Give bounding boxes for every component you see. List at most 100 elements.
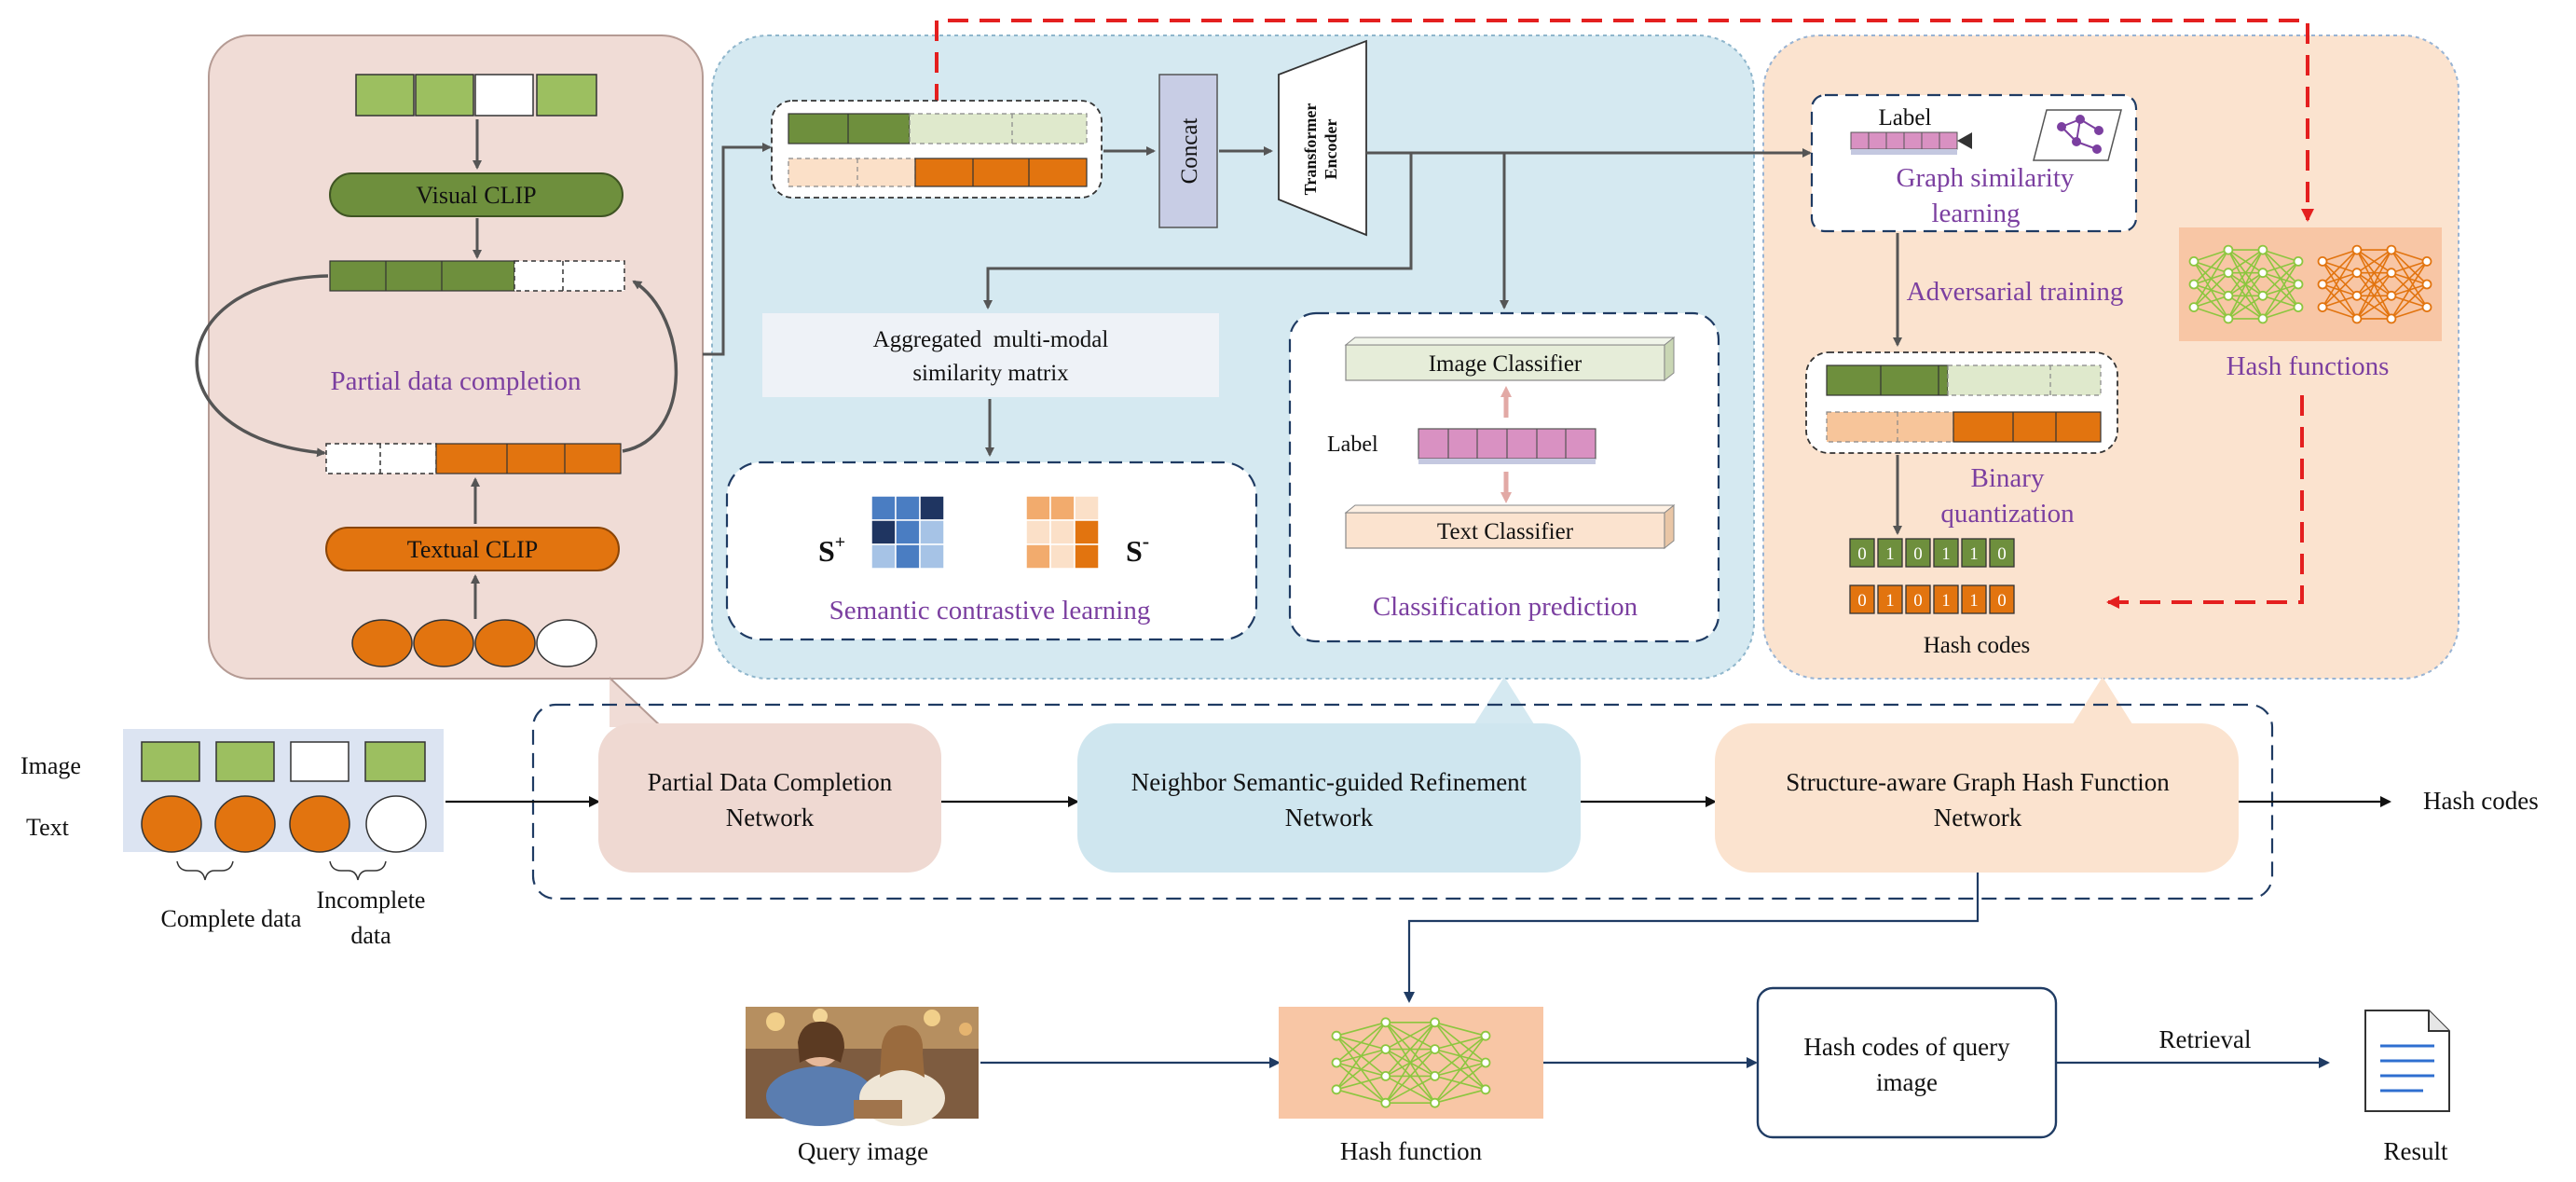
visual-tokens xyxy=(355,74,597,117)
hash-functions-label: Hash functions xyxy=(2227,351,2390,381)
incomplete-data-label-2: data xyxy=(350,922,391,949)
transformer-label-2: Encoder xyxy=(1322,118,1340,179)
document-icon xyxy=(2364,1010,2450,1112)
pointer-2 xyxy=(1473,677,1536,727)
s-plus-grid xyxy=(870,495,945,570)
stage1-label-1: Partial Data Completion xyxy=(648,768,893,796)
aggregated-label-1: Aggregated multi-modal xyxy=(873,327,1109,352)
hash-bit-cell xyxy=(1877,584,1903,614)
pipeline: Image Text Complete data Incomplete data… xyxy=(21,703,2539,949)
query-hash-codes-label-1: Hash codes of query xyxy=(1803,1033,2010,1061)
query-hash-codes-box[interactable] xyxy=(1756,986,2058,1139)
textual-clip-label: Textual CLIP xyxy=(407,536,538,563)
hash-bit-cell xyxy=(1849,584,1875,614)
textual-clip-box xyxy=(325,527,620,571)
partial-completion-caption: Partial data completion xyxy=(331,366,582,396)
text-classifier-label: Text Classifier xyxy=(1437,519,1574,544)
graph-label-tag: Label xyxy=(1879,105,1932,131)
query-image-label: Query image xyxy=(798,1137,928,1165)
hash-bit: 0 xyxy=(1913,591,1923,611)
s-minus-label: S- xyxy=(1126,529,1149,568)
image-classifier-box xyxy=(1344,336,1676,382)
panel-partial-completion xyxy=(208,34,704,680)
hash-bit: 0 xyxy=(1913,544,1923,564)
query-hash-codes-label-2: image xyxy=(1876,1068,1938,1096)
hash-bit-cell xyxy=(1961,584,1987,614)
transformer-label-1: Transformer xyxy=(1301,103,1320,196)
query-row: Query image Hash function Hash codes of … xyxy=(746,873,2450,1165)
stage-partial-completion xyxy=(598,723,941,873)
graph-label-vector xyxy=(1850,131,1972,155)
stage2-label-2: Network xyxy=(1285,804,1374,832)
incomplete-data-label-1: Incomplete xyxy=(317,886,426,914)
s-plus-label: S+ xyxy=(818,532,845,568)
input-text-label: Text xyxy=(26,814,70,841)
query-photo xyxy=(746,1007,979,1126)
hash-bit: 1 xyxy=(1941,591,1951,611)
hash-bit-cell xyxy=(1933,538,1959,568)
complete-data-label: Complete data xyxy=(161,905,302,932)
stage3-label-1: Structure-aware Graph Hash Function xyxy=(1786,768,2170,796)
hash-bit: 0 xyxy=(1857,544,1867,564)
visual-clip-label: Visual CLIP xyxy=(416,182,536,209)
s-minus-grid xyxy=(1025,495,1100,570)
hash-bit: 0 xyxy=(1857,591,1867,611)
hash-bit: 1 xyxy=(1885,591,1895,611)
graph-icon xyxy=(2033,109,2122,161)
hash-codes-caption: Hash codes xyxy=(1924,633,2031,658)
label-vector xyxy=(1418,428,1596,464)
contrastive-caption: Semantic contrastive learning xyxy=(829,596,1151,625)
textual-feature-bar xyxy=(325,443,622,474)
stage2-label-1: Neighbor Semantic-guided Refinement xyxy=(1131,768,1528,796)
stage1-label-2: Network xyxy=(726,804,815,832)
classification-label-tag: Label xyxy=(1327,433,1378,457)
hash-bit-cell xyxy=(1961,538,1987,568)
hash-functions-bg xyxy=(2179,227,2442,341)
transformer-encoder xyxy=(1278,39,1367,237)
pointer-3 xyxy=(2071,677,2134,727)
concat-box xyxy=(1158,74,1218,228)
panel3-content: Label Graph similar xyxy=(1805,93,2442,658)
hash-bit-cell xyxy=(1989,538,2015,568)
text-tokens xyxy=(351,619,597,667)
classification-caption: Classification prediction xyxy=(1373,592,1638,622)
graph-similarity-label-2: learning xyxy=(1931,199,2020,228)
panel1-content: Visual CLIP Partial data completion Text… xyxy=(195,74,678,667)
query-hash-network-icon xyxy=(1331,1017,1491,1108)
hash-bit-cell xyxy=(1905,584,1931,614)
hash-bit: 1 xyxy=(1941,544,1951,564)
binary-quantization-label-2: quantization xyxy=(1940,499,2075,529)
hash-bit: 0 xyxy=(1997,591,2007,611)
hash-bit: 1 xyxy=(1885,544,1895,564)
binary-quantization-label-1: Binary xyxy=(1971,463,2045,493)
hash-bit-cell xyxy=(1933,584,1959,614)
hash-bit-cell xyxy=(1849,538,1875,568)
graph-similarity-label-1: Graph similarity xyxy=(1897,163,2075,193)
concat-label: Concat xyxy=(1177,118,1202,185)
hash-bit: 1 xyxy=(1969,591,1979,611)
aggregated-label-2: similarity matrix xyxy=(912,361,1069,386)
hash-bit: 0 xyxy=(1997,544,2007,564)
retrieval-label: Retrieval xyxy=(2159,1025,2252,1053)
text-classifier-box xyxy=(1344,503,1676,550)
stage3-label-2: Network xyxy=(1934,804,2022,832)
hash-networks-icon xyxy=(2188,244,2432,324)
hash-bit: 1 xyxy=(1969,544,1979,564)
aggregated-matrix-box xyxy=(762,313,1219,397)
stage-graph-hash xyxy=(1715,723,2239,873)
hash-bit-cell xyxy=(1877,538,1903,568)
visual-clip-box xyxy=(329,172,623,217)
pipeline-output-label: Hash codes xyxy=(2423,787,2539,815)
contrastive-box xyxy=(725,460,1258,641)
stage-refinement xyxy=(1077,723,1581,873)
panel2-content: Concat Transformer Encoder Aggregated mu… xyxy=(725,39,1812,643)
input-image-label: Image xyxy=(21,752,81,779)
visual-feature-bar xyxy=(329,260,625,292)
adversarial-label: Adversarial training xyxy=(1907,277,2124,307)
result-label: Result xyxy=(2383,1137,2448,1165)
hash-bit-cell xyxy=(1989,584,2015,614)
hash-bit-cell xyxy=(1905,538,1931,568)
